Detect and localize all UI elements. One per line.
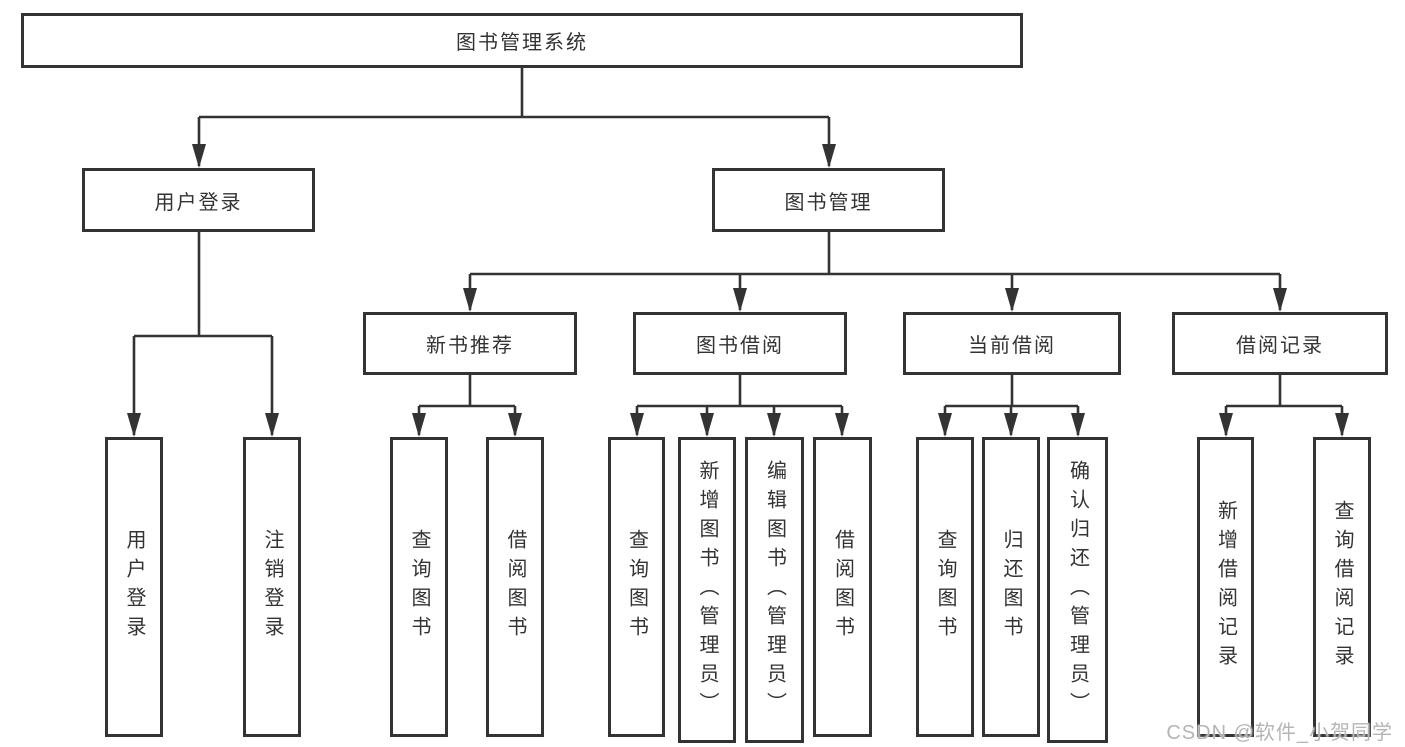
node-leaf-add-borrow-record-label: 新增借阅记录 [1214,500,1237,674]
node-leaf-query-borrow-record-label: 查询借阅记录 [1331,500,1353,674]
node-leaf-return-books: 归还图书 [982,437,1040,737]
node-leaf-query-books-3-label: 查询图书 [934,529,956,645]
node-leaf-confirm-return-admin-label: 确认归还（管理员） [1066,459,1089,721]
node-leaf-query-books-3: 查询图书 [916,437,974,737]
node-current-borrowing-label: 当前借阅 [968,335,1056,357]
node-book-borrowing: 图书借阅 [633,312,847,375]
node-user-login-label: 用户登录 [154,191,243,214]
node-book-management: 图书管理 [712,168,945,232]
node-borrowing-records: 借阅记录 [1172,312,1388,375]
node-leaf-user-login: 用户登录 [105,437,163,737]
connector-current-borrowing-to-leaves [938,375,1085,437]
node-leaf-query-books-2-label: 查询图书 [625,529,648,645]
node-user-login: 用户登录 [82,168,315,232]
node-book-management-label: 图书管理 [784,191,873,214]
connector-new-book-recommend-to-leaves [412,375,522,437]
node-root: 图书管理系统 [21,13,1023,68]
node-leaf-return-books-label: 归还图书 [1000,529,1022,645]
connector-root-to-level2 [192,68,836,168]
node-leaf-query-borrow-record: 查询借阅记录 [1313,437,1371,737]
connector-book-borrowing-to-leaves [630,375,849,437]
node-leaf-query-books-1-label: 查询图书 [408,529,430,645]
node-leaf-edit-book-admin-label: 编辑图书（管理员） [763,459,786,721]
node-book-borrowing-label: 图书借阅 [696,335,784,357]
connector-borrowing-records-to-leaves [1219,375,1349,437]
node-current-borrowing: 当前借阅 [903,312,1121,375]
node-root-label: 图书管理系统 [456,32,588,54]
node-leaf-user-login-label: 用户登录 [123,529,145,645]
node-leaf-borrow-books-2-label: 借阅图书 [831,529,854,645]
node-new-book-recommend-label: 新书推荐 [426,335,514,357]
node-leaf-add-borrow-record: 新增借阅记录 [1197,437,1254,737]
node-leaf-confirm-return-admin: 确认归还（管理员） [1047,437,1108,743]
node-leaf-add-book-admin-label: 新增图书（管理员） [696,459,718,721]
node-leaf-logout-label: 注销登录 [261,529,283,645]
connector-user-login-to-leaves [127,232,279,437]
node-leaf-logout: 注销登录 [243,437,301,737]
watermark: CSDN @软件_小贺同学 [1166,722,1393,744]
node-leaf-query-books-1: 查询图书 [390,437,448,737]
node-borrowing-records-label: 借阅记录 [1236,335,1324,357]
node-leaf-query-books-2: 查询图书 [608,437,665,737]
node-leaf-borrow-books-1: 借阅图书 [486,437,544,737]
node-new-book-recommend: 新书推荐 [363,312,577,375]
node-leaf-edit-book-admin: 编辑图书（管理员） [745,437,804,743]
node-leaf-borrow-books-2: 借阅图书 [813,437,872,737]
node-leaf-borrow-books-1-label: 借阅图书 [504,529,526,645]
connector-book-management-to-level3 [463,232,1287,312]
node-leaf-add-book-admin: 新增图书（管理员） [678,437,736,743]
